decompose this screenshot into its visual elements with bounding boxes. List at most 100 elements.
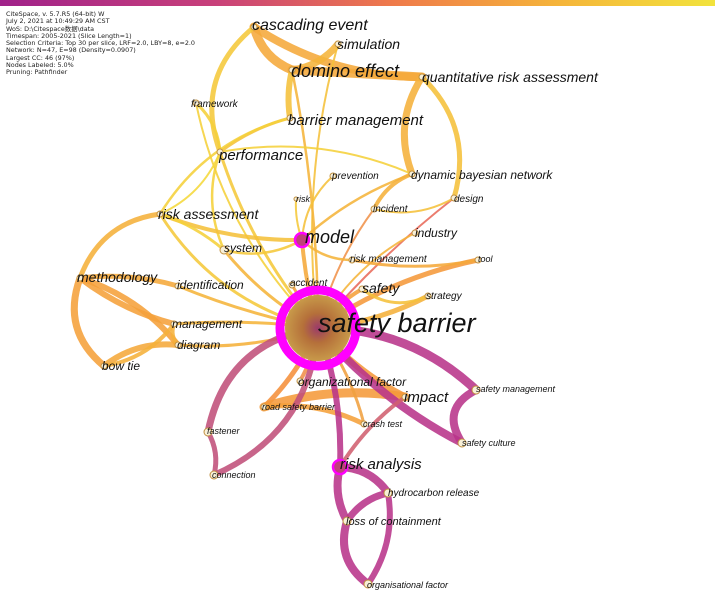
keyword-label: connection [212,470,256,480]
node-safety-barrier[interactable] [285,295,351,361]
cooccurrence-link [77,273,181,289]
node-connection[interactable] [209,470,219,480]
node-simulation[interactable] [334,40,342,48]
keyword-label: risk management [350,254,428,265]
node-impact[interactable] [401,393,409,401]
run-info-panel: CiteSpace, v. 5.7.R5 (64-bit) W July 2, … [6,10,195,77]
keyword-label: risk assessment [158,206,259,222]
node-incident[interactable] [370,205,378,213]
cooccurrence-link [261,403,367,427]
node-risk-analysis[interactable] [331,458,349,476]
info-line: July 2, 2021 at 10:49:29 AM CST [6,17,110,26]
cooccurrence-link [77,275,181,348]
info-line: Largest CC: 46 (97%) [6,53,75,62]
node-crash-test[interactable] [360,420,368,428]
keyword-label: incident [373,204,409,215]
keyword-label: diagram [177,338,220,352]
node-risk-assessment[interactable] [156,210,164,218]
keyword-label: barrier management [288,112,424,129]
cooccurrence-link [77,275,177,327]
node-barrier-management[interactable] [286,114,294,122]
cooccurrence-link [340,517,372,588]
keyword-label: risk analysis [340,456,422,473]
node-organisational-factor[interactable] [363,579,373,589]
keyword-label: dynamic bayesian network [411,168,553,182]
keyword-label: safety management [476,384,556,394]
node-organizational-factor[interactable] [296,377,304,385]
info-line: CiteSpace, v. 5.7.R5 (64-bit) W [6,10,105,18]
info-line: Network: N=47, E=98 (Density=0.0907) [6,46,136,55]
node-safety-culture[interactable] [457,438,467,448]
node-identification[interactable] [174,282,182,290]
keyword-label: cascading event [252,17,368,34]
node-framework[interactable] [192,99,200,107]
keyword-label: safety barrier [318,308,477,338]
keyword-label: loss of containment [346,516,442,528]
info-line: WoS: D:\Citespace数据\data [6,24,95,33]
node-risk[interactable] [293,196,299,202]
keyword-label: prevention [331,171,379,182]
keyword-label: domino effect [291,61,400,81]
node-accident[interactable] [288,281,296,289]
cooccurrence-link [360,287,430,305]
node-domino-effect[interactable] [288,66,296,74]
node-tool[interactable] [474,256,482,264]
node-dynamic-bayesian-network[interactable] [408,170,416,178]
keyword-label: organisational factor [367,580,449,590]
node-methodology[interactable] [76,274,84,282]
keyword-label: accident [290,278,328,289]
node-management[interactable] [170,320,178,328]
cooccurrence-link [210,150,226,252]
cooccurrence-link [372,172,414,211]
node-strategy[interactable] [424,292,432,300]
keyword-label: safety [362,280,400,296]
cooccurrence-link [350,258,480,268]
cooccurrence-link [365,490,393,587]
keyword-label: simulation [337,36,400,52]
info-line: Timespan: 2005-2021 (Slice Length=1) [6,31,132,40]
centrality-ring [275,285,361,371]
node-hydrocarbon-release[interactable] [383,488,393,498]
keyword-label: tool [478,254,494,264]
node-design[interactable] [450,194,458,202]
node-quantitative-risk-assessment[interactable] [418,73,426,81]
node-diagram[interactable] [174,341,182,349]
node-loss-of-containment[interactable] [342,516,352,526]
keyword-label: performance [218,147,303,164]
cooccurrence-link [290,68,320,330]
keyword-label: strategy [426,291,463,302]
node-prevention[interactable] [329,172,337,180]
cooccurrence-link [285,67,295,121]
keyword-label: safety culture [462,438,516,448]
node-cascading-event[interactable] [250,23,258,31]
cooccurrence-link [209,24,257,155]
node-industry[interactable] [411,229,419,237]
keyword-label: design [454,194,484,205]
cooccurrence-link [449,386,480,447]
node-risk-management[interactable] [348,256,356,264]
keyword-label: fastener [207,426,241,436]
node-fastener[interactable] [203,427,213,437]
info-line: Nodes Labeled: 5.0% [6,61,74,70]
cooccurrence-link [219,145,413,175]
keyword-label: bow tie [102,359,140,373]
node-road-safety-barrier[interactable] [260,403,268,411]
node-model[interactable] [293,231,311,249]
node-system[interactable] [219,245,229,255]
node-safety[interactable] [358,285,366,293]
keyword-label: system [224,241,262,255]
cooccurrence-link [338,395,407,469]
keyword-label: road safety barrier [262,402,336,412]
cooccurrence-link [77,211,163,281]
info-line: Pruning: Pathfinder [6,68,68,77]
cooccurrence-link [101,341,181,369]
keyword-label: industry [415,226,458,240]
keyword-label: hydrocarbon release [388,488,480,499]
cooccurrence-link [222,238,304,255]
keyword-label: impact [404,389,449,406]
node-performance[interactable] [216,148,224,156]
keyword-label: crash test [363,419,403,429]
node-bow-tie[interactable] [100,362,108,370]
node-safety-management[interactable] [471,385,481,395]
